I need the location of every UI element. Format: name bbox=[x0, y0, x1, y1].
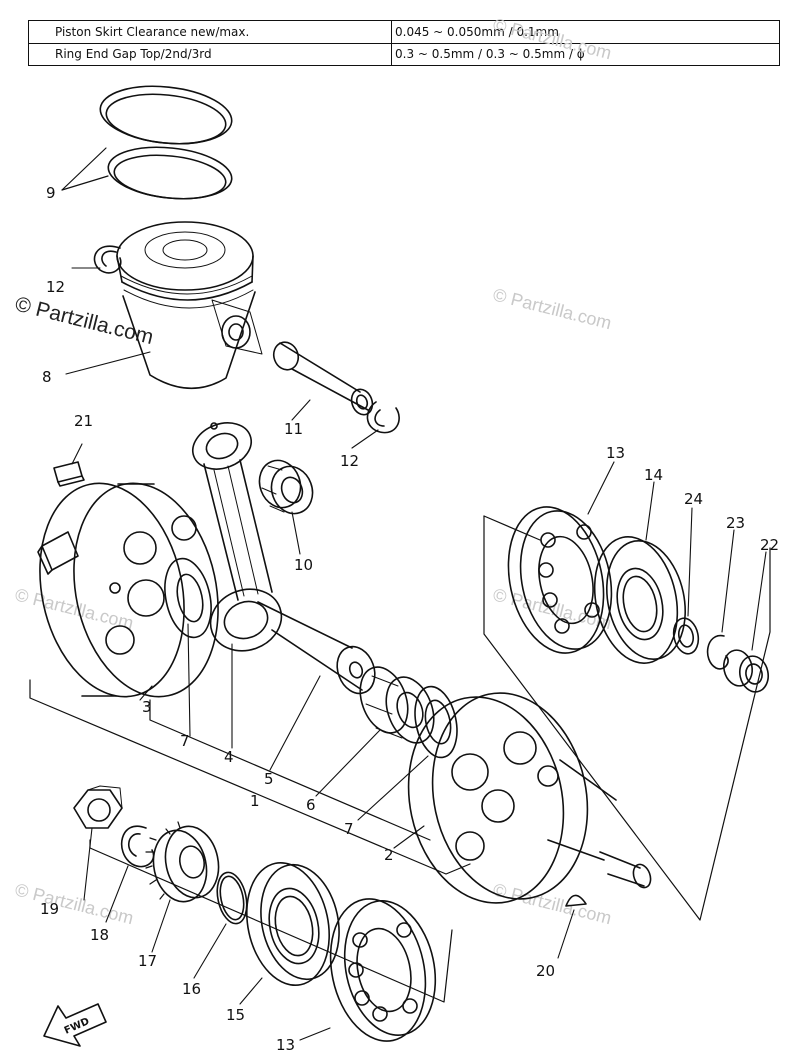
callout-7: 7 bbox=[344, 820, 354, 838]
watermark-text: © Partzilla.com bbox=[491, 284, 614, 333]
callout-20: 20 bbox=[536, 962, 555, 980]
oil-seal-15 bbox=[246, 861, 340, 987]
callout-13: 13 bbox=[276, 1036, 295, 1054]
o-ring-16 bbox=[216, 871, 248, 925]
callout-12: 12 bbox=[46, 278, 65, 296]
spec-value: 0.045 ~ 0.050mm / 0.1mm bbox=[395, 25, 559, 39]
leader-lines-9 bbox=[61, 147, 109, 191]
callout-5: 5 bbox=[264, 770, 274, 788]
fwd-arrow: FWD bbox=[43, 1003, 107, 1047]
bearing-13-top bbox=[507, 506, 613, 654]
spec-row-ring-end-gap: Ring End Gap Top/2nd/3rd 0.3 ~ 0.5mm / 0… bbox=[29, 43, 779, 65]
callout-13: 13 bbox=[606, 444, 625, 462]
fwd-label: FWD bbox=[63, 1016, 91, 1037]
crank-wheel-left bbox=[37, 482, 219, 698]
piston-pin bbox=[272, 341, 374, 416]
callout-18: 18 bbox=[90, 926, 109, 944]
nut-19 bbox=[73, 785, 123, 829]
callout-24: 24 bbox=[684, 490, 703, 508]
spec-label: Piston Skirt Clearance new/max. bbox=[55, 25, 250, 39]
thrust-washer-left bbox=[164, 557, 212, 639]
crank-wheel-right bbox=[407, 692, 652, 904]
callout-23: 23 bbox=[726, 514, 745, 532]
watermark-text: © Partzilla.com bbox=[491, 14, 614, 63]
piston bbox=[116, 221, 263, 390]
lock-washer-18 bbox=[120, 825, 155, 868]
callout-2: 2 bbox=[384, 846, 394, 864]
callout-3: 3 bbox=[142, 698, 152, 716]
callout-8: 8 bbox=[42, 368, 52, 386]
callout-7: 7 bbox=[180, 732, 190, 750]
collar-22 bbox=[723, 649, 769, 693]
small-end-bearing bbox=[258, 459, 314, 515]
piston-rings bbox=[99, 85, 233, 200]
callout-11: 11 bbox=[284, 420, 303, 438]
thrust-washer-right bbox=[414, 685, 458, 759]
circlip-23 bbox=[706, 635, 729, 670]
watermark-text: © Partzilla.com bbox=[13, 879, 136, 928]
woodruff-key-20 bbox=[565, 894, 587, 907]
callout-19: 19 bbox=[40, 900, 59, 918]
callout-22: 22 bbox=[760, 536, 779, 554]
callout-14: 14 bbox=[644, 466, 663, 484]
callout-6: 6 bbox=[306, 796, 316, 814]
callout-numbers: 9 12 8 21 11 12 10 13 14 24 23 22 3 7 4 … bbox=[40, 184, 779, 1054]
callout-4: 4 bbox=[224, 748, 234, 766]
leader-lines bbox=[65, 267, 767, 1041]
crank-pin bbox=[257, 601, 376, 695]
callout-9: 9 bbox=[46, 184, 56, 202]
washer-24 bbox=[672, 617, 700, 655]
spec-value: 0.3 ~ 0.5mm / 0.3 ~ 0.5mm / ϕ bbox=[395, 47, 585, 61]
bearing-13-bottom bbox=[329, 898, 437, 1042]
spec-label: Ring End Gap Top/2nd/3rd bbox=[55, 47, 212, 61]
callout-21: 21 bbox=[74, 412, 93, 430]
callout-17: 17 bbox=[138, 952, 157, 970]
watermark-text: © Partzilla.com bbox=[491, 879, 614, 928]
callout-15: 15 bbox=[226, 1006, 245, 1024]
piston-clip-right bbox=[366, 401, 400, 434]
callout-16: 16 bbox=[182, 980, 201, 998]
spec-row-skirt-clearance: Piston Skirt Clearance new/max. 0.045 ~ … bbox=[29, 21, 779, 44]
callout-12: 12 bbox=[340, 452, 359, 470]
watermark-main: © Partzilla.com bbox=[13, 293, 156, 350]
woodruff-key-21 bbox=[53, 461, 85, 487]
callout-10: 10 bbox=[294, 556, 313, 574]
connecting-rod bbox=[192, 422, 283, 652]
callout-1: 1 bbox=[250, 792, 260, 810]
primary-gear-17 bbox=[145, 821, 220, 903]
spec-table: Piston Skirt Clearance new/max. 0.045 ~ … bbox=[28, 20, 780, 66]
piston-clip-left bbox=[93, 245, 122, 274]
oil-seal-14 bbox=[593, 536, 687, 664]
